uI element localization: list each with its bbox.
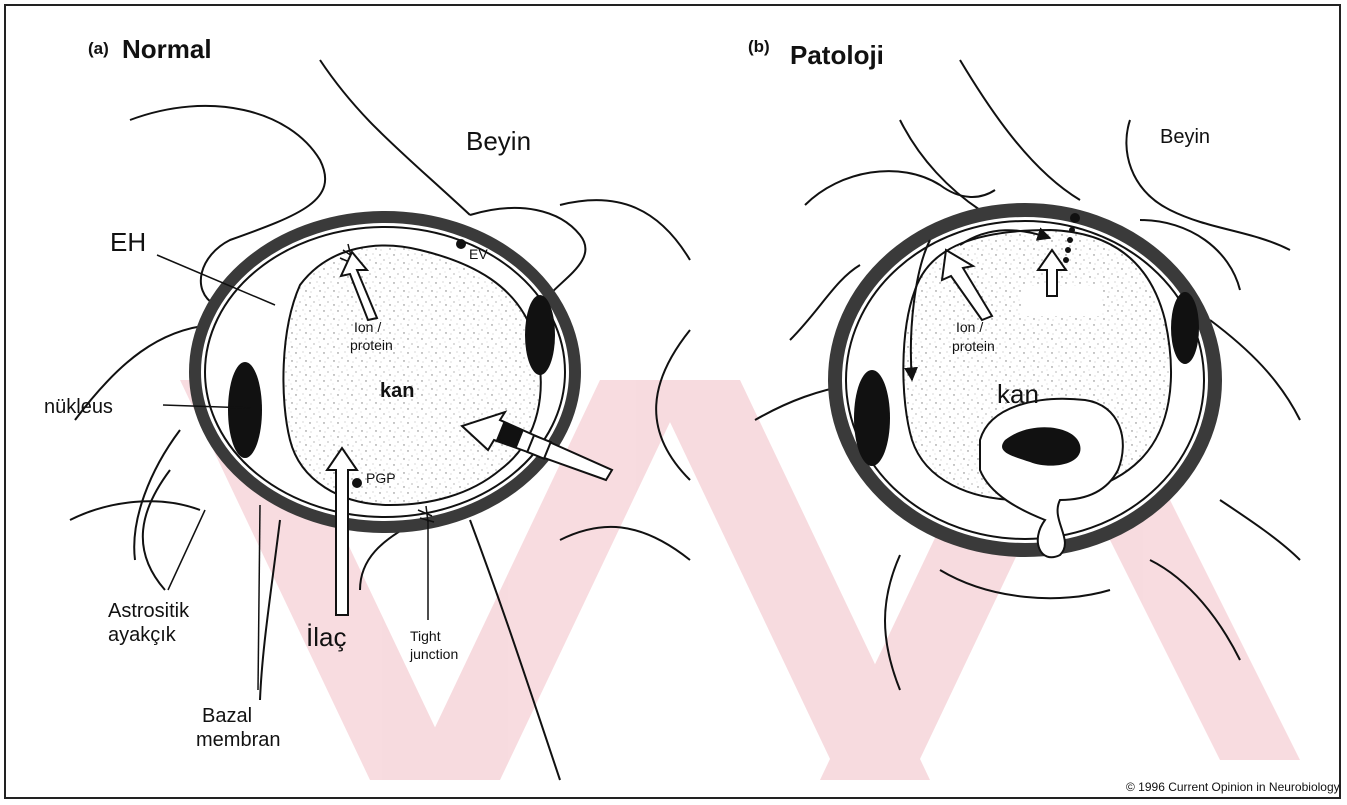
opened-junction-box <box>1022 286 1102 316</box>
label-ion-a: Ion / <box>354 320 381 335</box>
label-ev: EV <box>469 247 488 262</box>
panel-b-letter: (b) <box>748 38 770 57</box>
ev-vesicle <box>456 239 466 249</box>
nucleus-a-left <box>228 362 262 458</box>
label-protein-b: protein <box>952 339 995 354</box>
label-protein-a: protein <box>350 338 393 353</box>
panel-a-title: Normal <box>122 35 212 64</box>
label-blood-b: kan <box>997 380 1039 409</box>
label-astro-1: Astrositik <box>108 600 189 622</box>
nucleus-b-right <box>1171 292 1199 364</box>
label-nucleus: nükleus <box>44 396 113 418</box>
label-tight-1: Tight <box>410 629 441 644</box>
label-drug: İlaç <box>306 623 346 652</box>
credit-line: © 1996 Current Opinion in Neurobiology <box>1126 781 1340 794</box>
nucleus-a-right <box>525 295 555 375</box>
panel-b-title: Patoloji <box>790 41 884 70</box>
label-ion-b: Ion / <box>956 320 983 335</box>
label-tight-2: junction <box>410 647 458 662</box>
label-blood-a: kan <box>380 380 414 402</box>
label-basal-1: Bazal <box>202 705 252 727</box>
label-basal-2: membran <box>196 729 280 751</box>
pgp-dot <box>352 478 362 488</box>
label-eh: EH <box>110 228 146 257</box>
label-brain-b: Beyin <box>1160 126 1210 148</box>
label-astro-2: ayakçık <box>108 624 176 646</box>
nucleus-b-left <box>854 370 890 466</box>
panel-a-letter: (a) <box>88 40 109 59</box>
label-brain-a: Beyin <box>466 127 531 156</box>
label-pgp: PGP <box>366 471 396 486</box>
